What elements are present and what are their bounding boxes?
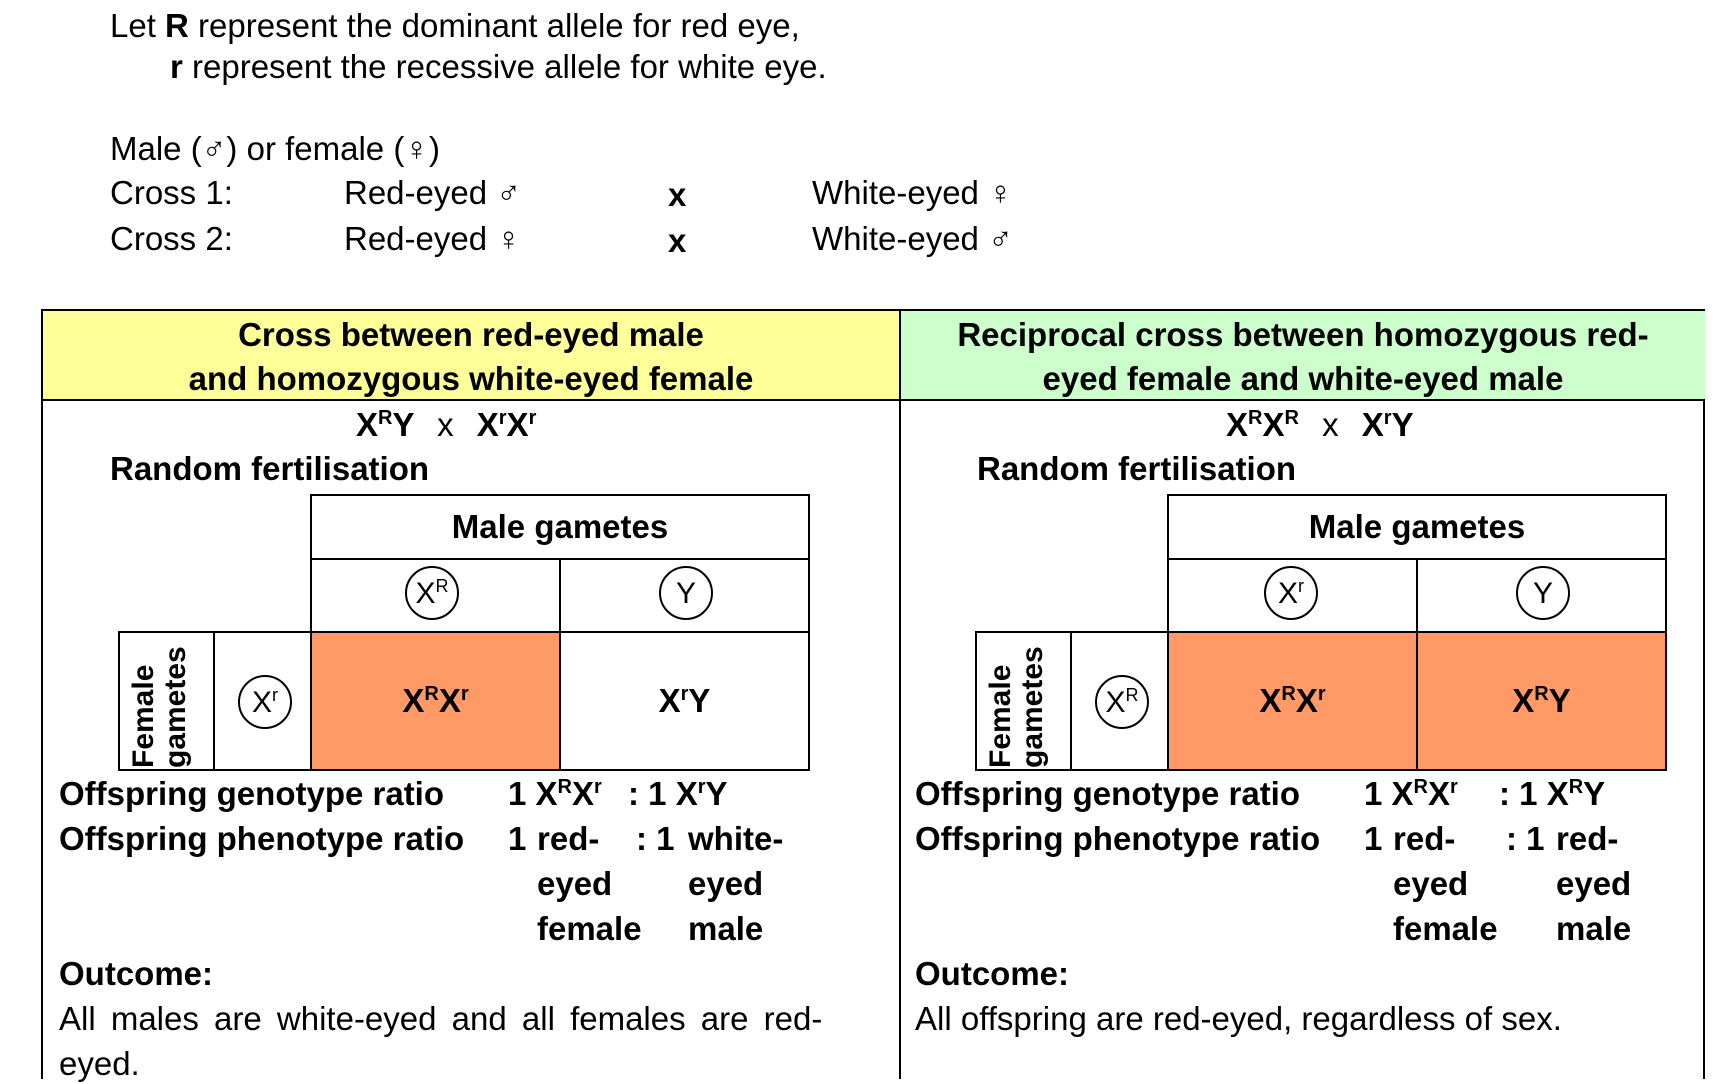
left-outcome-label: Outcome: <box>59 955 214 992</box>
right-male-gamete-cell-1: Xr <box>1167 558 1418 633</box>
gamete-circle: XR <box>405 566 459 620</box>
right-phenotype-1-line1: red- <box>1393 820 1456 857</box>
left-phenotype-1-line1: red- <box>537 820 600 857</box>
cross-comparison-table: Cross between red-eyed male and homozygo… <box>41 309 1705 1082</box>
gamete-circle: Xr <box>238 675 292 729</box>
offspring-genotype: XRXr <box>402 682 469 719</box>
cross2-parent2: White-eyed ♂ <box>812 220 1013 257</box>
allele-definition-r: r represent the recessive allele for whi… <box>170 47 827 87</box>
right-phenotype-ratio-label: Offspring phenotype ratio <box>915 820 1321 857</box>
gamete-circle: Y <box>1516 566 1570 620</box>
left-parent-genotypes: XRY x XrXr <box>356 405 536 445</box>
cross1-parent1: Red-eyed ♂ <box>344 174 522 211</box>
vertical-label: Female gametes <box>984 646 1049 768</box>
right-outcome-label: Outcome: <box>915 955 1070 992</box>
cross2-label: Cross 2: <box>110 220 233 257</box>
left-genotype-ratio-2: : 1 XrY <box>628 775 728 812</box>
parent-male-genotype: XRY <box>356 406 414 443</box>
label-line: Female <box>984 664 1017 768</box>
right-phenotype-1-num: 1 <box>1364 820 1383 857</box>
allele-symbol: r <box>170 48 183 85</box>
right-phenotype-1-line3: female <box>1393 910 1498 947</box>
left-phenotype-1-line2: eyed <box>537 865 613 902</box>
left-phenotype-1-line3: female <box>537 910 642 947</box>
right-phenotype-1-line2: eyed <box>1393 865 1469 902</box>
left-phenotype-2-line3: male <box>688 910 764 947</box>
left-offspring-male-cell: XrY <box>559 631 810 771</box>
right-column: Reciprocal cross between homozygous red-… <box>901 311 1705 1079</box>
right-phenotype-2-num: : 1 <box>1506 820 1545 857</box>
left-outcome-line1: All males are white-eyed and all females… <box>59 1000 823 1037</box>
cross1-parent2: White-eyed ♀ <box>812 174 1013 211</box>
header-line: eyed female and white-eyed male <box>1042 360 1564 397</box>
right-genotype-ratio-2: : 1 XRY <box>1499 775 1606 812</box>
label-line: Female <box>127 664 160 768</box>
cross-x: x <box>1322 406 1339 443</box>
right-male-gamete-cell-2: Y <box>1416 558 1667 633</box>
gamete-circle: XR <box>1095 675 1149 729</box>
intro-text: represent the dominant allele for red ey… <box>188 7 800 44</box>
left-outcome-line2: eyed. <box>59 1045 140 1082</box>
offspring-genotype: XRY <box>1512 682 1571 719</box>
left-phenotype-2-line2: eyed <box>688 865 764 902</box>
vertical-label: Female gametes <box>127 646 192 768</box>
cross1-label: Cross 1: <box>110 174 233 211</box>
left-female-gametes-label: Female gametes <box>118 631 215 771</box>
left-female-gamete-cell: Xr <box>213 631 312 771</box>
parent-female-genotype: XrXr <box>476 406 537 443</box>
label-line: gametes <box>159 646 192 768</box>
left-male-gametes-header: Male gametes <box>310 494 810 560</box>
left-male-gamete-cell-1: XR <box>310 558 561 633</box>
right-parent-genotypes: XRXR x XrY <box>1226 405 1414 445</box>
intro-text: represent the recessive allele for white… <box>182 48 827 85</box>
cross2-x: x <box>668 222 687 259</box>
left-random-fertilisation: Random fertilisation <box>110 450 430 487</box>
left-offspring-female-cell: XRXr <box>310 631 561 771</box>
parent-female-genotype: XRXR <box>1226 406 1299 443</box>
right-offspring-female-cell: XRXr <box>1167 631 1418 771</box>
cross-x: x <box>437 406 454 443</box>
right-female-gamete-cell: XR <box>1070 631 1169 771</box>
label-line: gametes <box>1016 646 1049 768</box>
offspring-genotype: XRXr <box>1259 682 1326 719</box>
right-male-gametes-header: Male gametes <box>1167 494 1667 560</box>
allele-definition-R: Let R represent the dominant allele for … <box>110 6 800 46</box>
gamete-circle: Xr <box>1264 566 1318 620</box>
left-phenotype-2-num: : 1 <box>636 820 675 857</box>
left-phenotype-1-num: 1 <box>508 820 527 857</box>
left-phenotype-ratio-label: Offspring phenotype ratio <box>59 820 465 857</box>
left-header: Cross between red-eyed male and homozygo… <box>43 311 899 401</box>
left-genotype-ratio-1: 1 XRXr <box>508 775 602 812</box>
header-line: Cross between red-eyed male <box>238 316 704 353</box>
right-offspring-male-cell: XRY <box>1416 631 1667 771</box>
right-phenotype-2-line2: eyed <box>1556 865 1632 902</box>
cross2-parent1: Red-eyed ♀ <box>344 220 522 257</box>
right-female-gametes-label: Female gametes <box>975 631 1072 771</box>
left-male-gamete-cell-2: Y <box>559 558 810 633</box>
sex-legend: Male (♂) or female (♀) <box>110 130 441 167</box>
right-header: Reciprocal cross between homozygous red-… <box>901 311 1705 401</box>
intro-text: Let <box>110 7 166 44</box>
offspring-genotype: XrY <box>658 682 711 719</box>
gamete-circle: Y <box>659 566 713 620</box>
right-phenotype-2-line1: red- <box>1556 820 1619 857</box>
allele-symbol: R <box>165 7 189 44</box>
right-phenotype-2-line3: male <box>1556 910 1632 947</box>
right-genotype-ratio-1: 1 XRXr <box>1364 775 1458 812</box>
header-line: and homozygous white-eyed female <box>188 360 754 397</box>
right-genotype-ratio-label: Offspring genotype ratio <box>915 775 1301 812</box>
parent-male-genotype: XrY <box>1361 406 1414 443</box>
right-outcome-line1: All offspring are red-eyed, regardless o… <box>915 1000 1562 1037</box>
right-random-fertilisation: Random fertilisation <box>977 450 1297 487</box>
left-genotype-ratio-label: Offspring genotype ratio <box>59 775 445 812</box>
left-phenotype-2-line1: white- <box>688 820 784 857</box>
header-line: Reciprocal cross between homozygous red- <box>957 316 1649 353</box>
cross1-x: x <box>668 176 687 213</box>
left-column: Cross between red-eyed male and homozygo… <box>43 311 901 1082</box>
